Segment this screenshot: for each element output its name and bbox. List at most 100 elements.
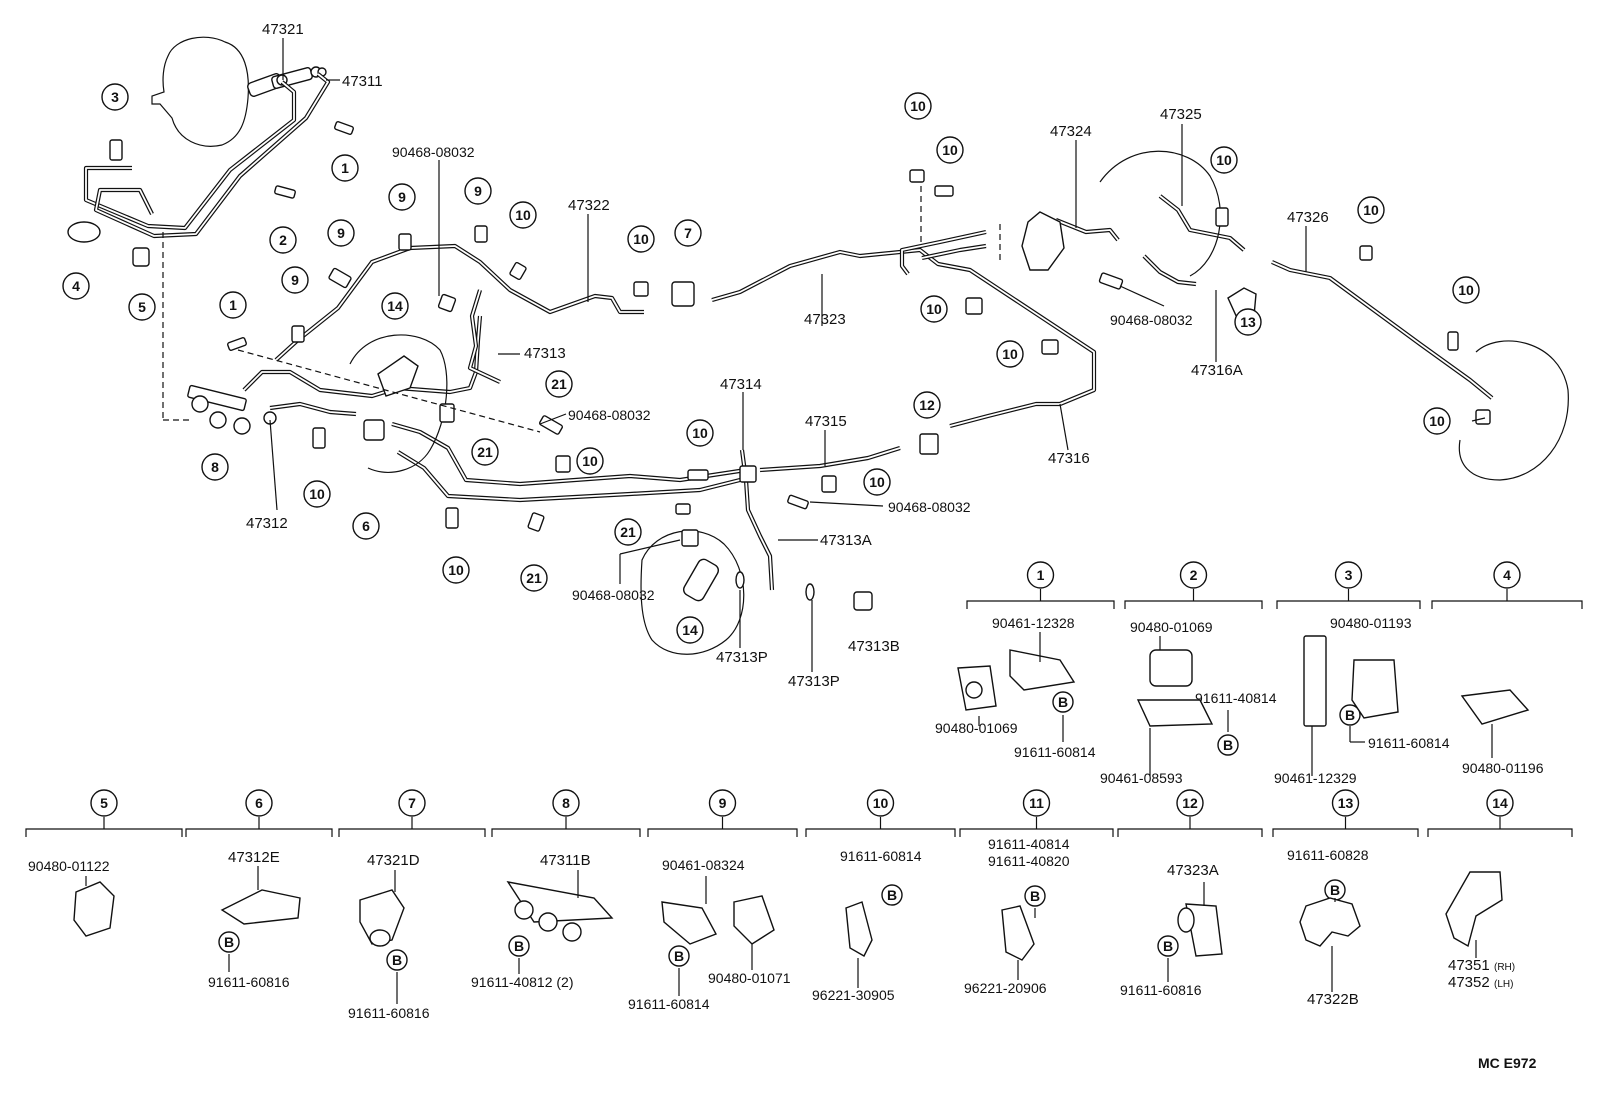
section-part-label: 90480-01071 — [708, 970, 791, 986]
diagram-code: MC E972 — [1478, 1055, 1537, 1071]
callout-circle — [128, 293, 156, 321]
callout-number: 10 — [309, 486, 325, 502]
s14-part-side: (LH) — [1494, 979, 1513, 990]
part-label-l47313B: 47313B — [848, 638, 900, 655]
section-bracket — [1427, 828, 1573, 837]
section-part-label: 90480-01196 — [1462, 760, 1544, 776]
bolt-letter: B — [1163, 938, 1173, 954]
section-part-label: 91611-60816 — [208, 974, 290, 990]
callout-number: 9 — [291, 272, 299, 288]
section-part-label: 90480-01122 — [28, 858, 110, 874]
section-number-circle — [90, 789, 118, 817]
callout-circle — [627, 225, 655, 253]
part-label-l47313P1: 47313P — [716, 649, 768, 666]
callout-c8: 8 — [201, 453, 229, 481]
callout-circle — [676, 616, 704, 644]
section-part-label: 91611-40814 — [1195, 690, 1277, 706]
bolt-letter: B — [1058, 694, 1068, 710]
section-part-label: 91611-40820 — [988, 853, 1070, 869]
bolt-letter: B — [514, 938, 524, 954]
callout-circle — [269, 226, 297, 254]
callout-c10l: 10 — [863, 468, 891, 496]
callout-c10n: 10 — [442, 556, 470, 584]
callout-c21d: 21 — [520, 564, 548, 592]
callout-c10c: 10 — [904, 92, 932, 120]
callout-circle — [576, 447, 604, 475]
section-bracket — [1276, 600, 1421, 609]
callout-circle — [545, 370, 573, 398]
section-bracket — [185, 828, 333, 837]
callout-c21b: 21 — [471, 438, 499, 466]
detail-part-shapes — [73, 632, 1530, 1004]
callout-circle — [920, 295, 948, 323]
callout-circle — [464, 177, 492, 205]
part-label-l47316: 47316 — [1048, 450, 1090, 467]
callout-number: 10 — [448, 562, 464, 578]
bolt-marker: B — [881, 884, 903, 906]
section-part-label: 96221-20906 — [964, 980, 1047, 996]
callout-circle — [442, 556, 470, 584]
section-number: 13 — [1338, 795, 1354, 811]
section-number: 12 — [1182, 795, 1198, 811]
section-bracket — [1272, 828, 1419, 837]
callout-number: 10 — [1216, 152, 1232, 168]
callout-number: 10 — [633, 231, 649, 247]
callout-circle — [388, 183, 416, 211]
callout-number: 10 — [515, 207, 531, 223]
section-bracket — [966, 600, 1115, 609]
part-label-l90468b: 90468-08032 — [568, 407, 651, 423]
section-part-label: 91611-60828 — [1287, 847, 1369, 863]
section-bracket — [491, 828, 641, 837]
callout-circle — [331, 154, 359, 182]
callout-number: 21 — [526, 570, 542, 586]
section-bracket — [338, 828, 486, 837]
callout-circle — [101, 83, 129, 111]
section-number-circle — [1334, 561, 1363, 589]
callout-c10d: 10 — [936, 136, 964, 164]
bolt-letter: B — [1330, 882, 1340, 898]
callout-circle — [219, 291, 247, 319]
section-number: 6 — [255, 795, 263, 811]
backing-plates — [349, 150, 1569, 655]
section-number: 9 — [719, 795, 727, 811]
section-number-circle — [398, 789, 426, 817]
bolt-circle — [1157, 935, 1179, 957]
bolt-circle — [218, 931, 240, 953]
callout-number: 10 — [942, 142, 958, 158]
section-number: 7 — [408, 795, 416, 811]
callout-circle — [1423, 407, 1451, 435]
callout-c14b: 14 — [676, 616, 704, 644]
bolt-letter: B — [674, 948, 684, 964]
section-number: 11 — [1029, 795, 1044, 811]
bolt-letter: B — [887, 887, 897, 903]
small-clips — [67, 121, 1491, 611]
section-part-label: 90480-01193 — [1330, 615, 1412, 631]
section-bracket — [805, 828, 956, 837]
bolt-circle — [508, 935, 530, 957]
bolt-marker: B — [1324, 879, 1346, 901]
callout-circle — [1210, 146, 1238, 174]
section-part-label: 90461-12329 — [1274, 770, 1357, 786]
callout-number: 9 — [337, 225, 345, 241]
callout-circle — [674, 219, 702, 247]
part-label-l47311: 47311 — [342, 73, 383, 90]
bolt-marker: B — [1339, 704, 1361, 726]
part-label-l47325: 47325 — [1160, 106, 1202, 123]
callout-circle — [520, 564, 548, 592]
callout-number: 14 — [387, 298, 403, 314]
section-bracket — [647, 828, 798, 837]
section-part-label: 47323A — [1167, 862, 1219, 879]
callout-circle — [62, 272, 90, 300]
section-14: 14 — [1427, 789, 1573, 837]
part-label-l90468e: 90468-08032 — [1110, 312, 1193, 328]
callout-number: 1 — [341, 160, 349, 176]
callout-c9b: 9 — [464, 177, 492, 205]
